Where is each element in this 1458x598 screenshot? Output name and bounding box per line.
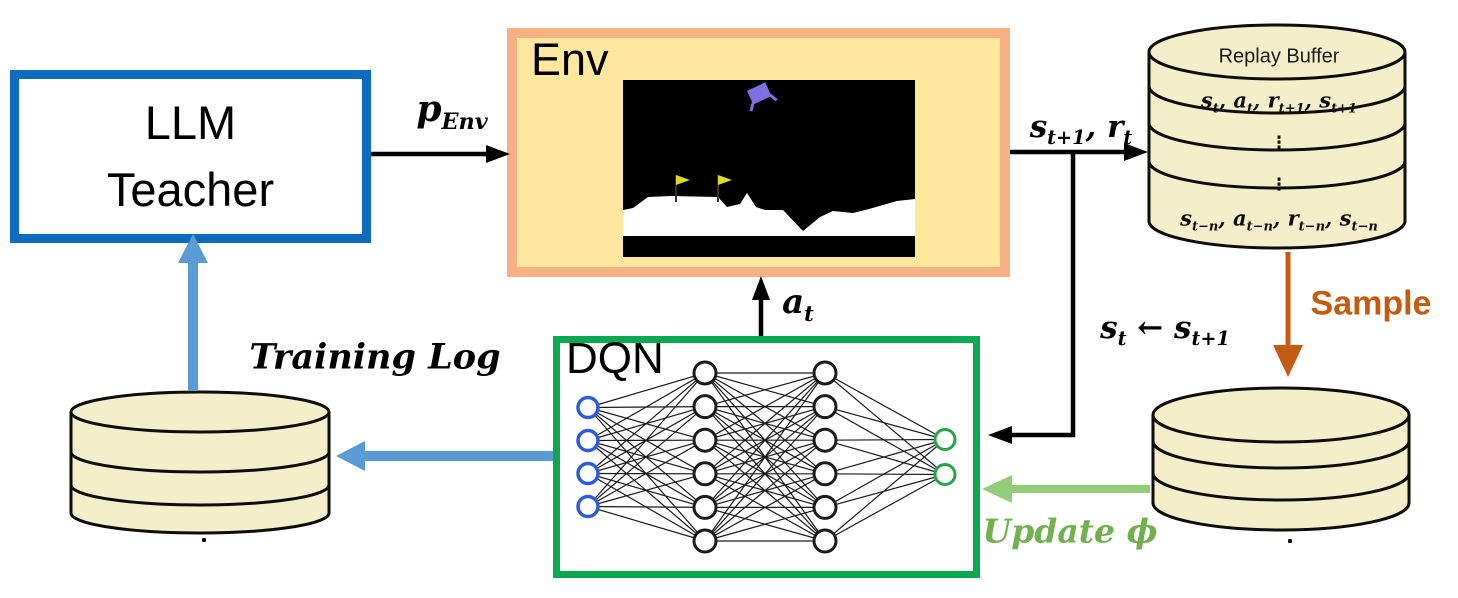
nn-edge [704,372,826,508]
llm-teacher-label-line1: LLM [144,95,237,149]
nn-node [692,360,718,386]
cylinder-divider [69,484,331,507]
nn-edge [587,372,706,474]
arrow-next-state-reward [988,143,1148,444]
nn-edge [587,372,706,507]
nn-edge [704,372,826,475]
lunar-lander-scene [623,82,915,236]
neural-network [576,360,957,554]
nn-edge [824,438,946,441]
nn-edge [587,372,706,442]
replay-row-oldest: st−n, at−n, rt−n, st−n [1180,205,1378,235]
nn-edge [704,439,826,542]
nn-edge [824,439,946,476]
cylinder-divider [1147,122,1407,152]
nn-edge [824,473,946,542]
nn-edge [587,372,706,409]
lunar-lander-screen [623,80,915,257]
arrow-log-to-llm [178,234,208,391]
sample-batch-database [1151,386,1411,532]
nn-node [933,463,957,486]
nn-node [576,461,600,486]
small-dot [202,538,206,542]
arrow-p-env [371,145,510,163]
nn-edge [587,406,706,507]
env-label: Env [531,34,609,85]
cylinder-divider [1147,160,1407,190]
nn-node [576,395,600,420]
training-log-database [69,390,331,535]
ellipsis-dots: ⋮ [1270,175,1288,195]
label-next-state-reward: st+1, rt [1029,109,1133,150]
nn-edge [824,406,946,441]
nn-edge [824,473,946,476]
label-update-phi: Update ϕ [982,511,1158,551]
nn-edge [587,505,706,508]
nn-node [692,461,718,487]
nn-edge [704,473,826,542]
nn-edge [824,372,946,475]
replay-buffer-cylinder [1147,23,1407,250]
nn-edge [704,372,826,408]
nn-edge [704,506,826,542]
replay-row-latest: st, at, rt+1, st+1 [1200,87,1358,117]
nn-node [812,461,838,487]
label-p-env: pEnv [416,88,488,136]
label-action: at [782,282,814,326]
nn-node [812,494,838,520]
cylinder-divider [1147,85,1407,115]
nn-edge [824,438,946,508]
nn-edge [824,438,946,475]
nn-node [692,494,718,520]
ellipsis-dots: ⋮ [1270,133,1288,153]
cylinder-divider [1151,472,1411,502]
nn-edge [587,473,706,508]
flag-left [675,175,690,202]
arrow-action [752,276,770,336]
nn-edge [824,439,946,542]
label-state-assign: st ← st+1 [1100,310,1230,351]
replay-buffer-title: Replay Buffer [1218,45,1340,68]
cylinder-divider [69,451,331,474]
lander-icon [746,82,778,112]
dqn-label: DQN [566,334,664,383]
nn-edge [704,406,826,542]
nn-node [933,428,957,451]
nn-node [812,427,838,453]
nn-node [576,494,600,519]
nn-edge [587,439,706,508]
nn-node [692,394,718,420]
label-training-log: Training Log [249,336,501,378]
nn-node [692,528,718,554]
flag-right [717,175,732,202]
nn-node [812,394,838,420]
cylinder-divider [1151,440,1411,470]
nn-edge [587,505,706,542]
nn-node [812,528,838,554]
nn-node [812,360,838,386]
nn-node [576,428,600,453]
arrow-dqn-to-log [336,441,553,471]
arrow-update-phi [982,475,1150,503]
terrain-shape [623,193,915,236]
nn-edge [704,372,826,542]
small-dot [1288,539,1292,543]
arrow-sample [1273,252,1303,377]
nn-edge [824,406,946,476]
nn-edge [704,372,826,441]
nn-node [692,427,718,453]
llm-teacher-label-line2: Teacher [106,162,275,216]
nn-edge [824,372,946,441]
label-sample: Sample [1310,284,1432,323]
llm-teacher-box: LLM Teacher [10,70,371,243]
